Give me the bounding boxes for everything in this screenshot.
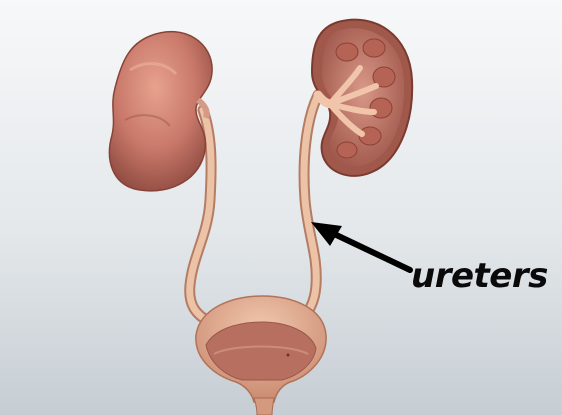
ureters-label: ureters [411,256,548,296]
urethra [254,398,274,415]
